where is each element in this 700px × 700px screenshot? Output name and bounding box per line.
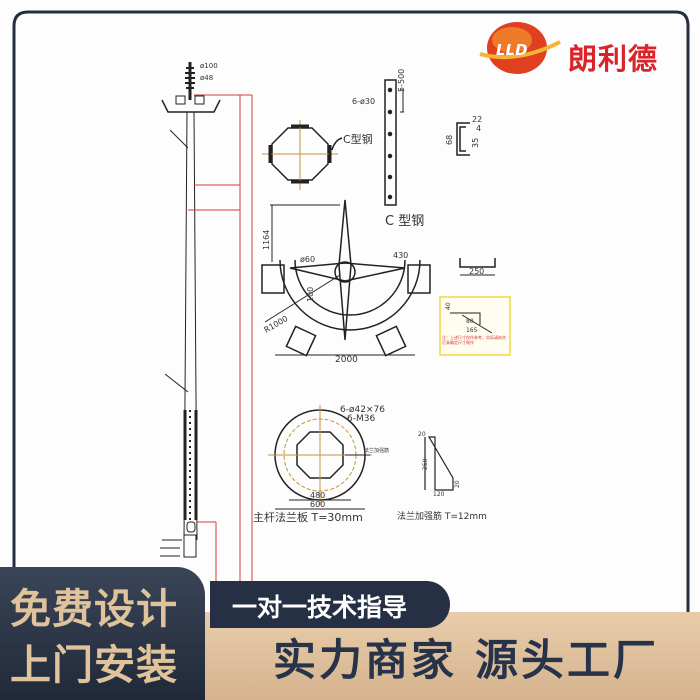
c-dim-4: 4 — [476, 124, 481, 133]
rib-dim-20b: 20 — [454, 480, 461, 488]
strip-spacing-label: 5-500 — [397, 69, 406, 92]
rib-dim-120: 120 — [433, 491, 445, 498]
rib-dim-250: 250 — [422, 458, 429, 470]
svg-text:LLD: LLD — [496, 41, 528, 59]
lamp-frame-plan — [261, 199, 431, 357]
flange-title: 主杆法兰板 T=30mm — [253, 510, 363, 524]
c-channel — [459, 258, 496, 276]
dim-100: 100 — [306, 287, 315, 302]
c-steel-strip — [384, 79, 404, 206]
band-slogan: 实力商家 源头工厂 — [273, 636, 659, 686]
dim-430: 430 — [393, 251, 408, 260]
c-profile — [456, 122, 470, 156]
flange-holes-label: 6-ø42×76 — [340, 405, 385, 415]
left-banner-line1: 免费设计 — [10, 585, 178, 633]
c-channel-width: 250 — [469, 267, 484, 276]
brand-name: 朗利德 — [568, 42, 659, 76]
dim-r1000: R1000 — [263, 314, 290, 335]
brand-logo-icon: LLD — [479, 22, 561, 74]
flange-plate — [268, 405, 372, 510]
detail-dim-80: 80 — [466, 318, 474, 325]
pole-elevation — [160, 62, 221, 558]
rib-title: 法兰加强筋 T=12mm — [397, 510, 487, 522]
flange-dim-480: 480 — [310, 491, 325, 500]
dim-1164: 1164 — [262, 230, 271, 250]
detail-dim-165: 165 — [466, 327, 478, 334]
guidance-pill: 一对一技术指导 — [210, 581, 450, 628]
flange-bolts-label: 6-M36 — [347, 414, 375, 424]
flange-rib-tag: 法兰加强筋 — [364, 447, 389, 454]
rib-dim-20: 20 — [418, 431, 426, 438]
flange-rib — [424, 436, 454, 491]
strip-holes-label: 6-ø30 — [352, 97, 375, 106]
detail-note: 注：上述尺寸仅作参考，实际请结合灯具确定尺寸制作 — [442, 335, 506, 345]
detail-dim-40: 40 — [445, 302, 452, 310]
pole-dimension-lines — [188, 94, 253, 600]
dim-ø60: ø60 — [300, 255, 315, 264]
c-dim-22: 22 — [472, 115, 482, 124]
frame-border — [12, 10, 690, 700]
detail-box — [439, 296, 511, 356]
left-banner: 免费设计 上门安装 — [0, 567, 205, 700]
c-steel-title: C 型钢 — [385, 214, 424, 229]
flange-dim-600: 600 — [310, 500, 325, 509]
octagon-section — [262, 120, 343, 190]
pole-label-ø100: ø100 — [200, 62, 218, 70]
c-steel-label: C型钢 — [343, 132, 373, 146]
c-dim-35: 35 — [471, 138, 480, 148]
pole-label-ø48: ø48 — [200, 74, 213, 82]
c-dim-68: 68 — [445, 135, 454, 145]
dim-2000: 2000 — [335, 355, 358, 365]
pill-text: 一对一技术指导 — [232, 593, 408, 622]
left-banner-line2: 上门安装 — [10, 641, 178, 689]
